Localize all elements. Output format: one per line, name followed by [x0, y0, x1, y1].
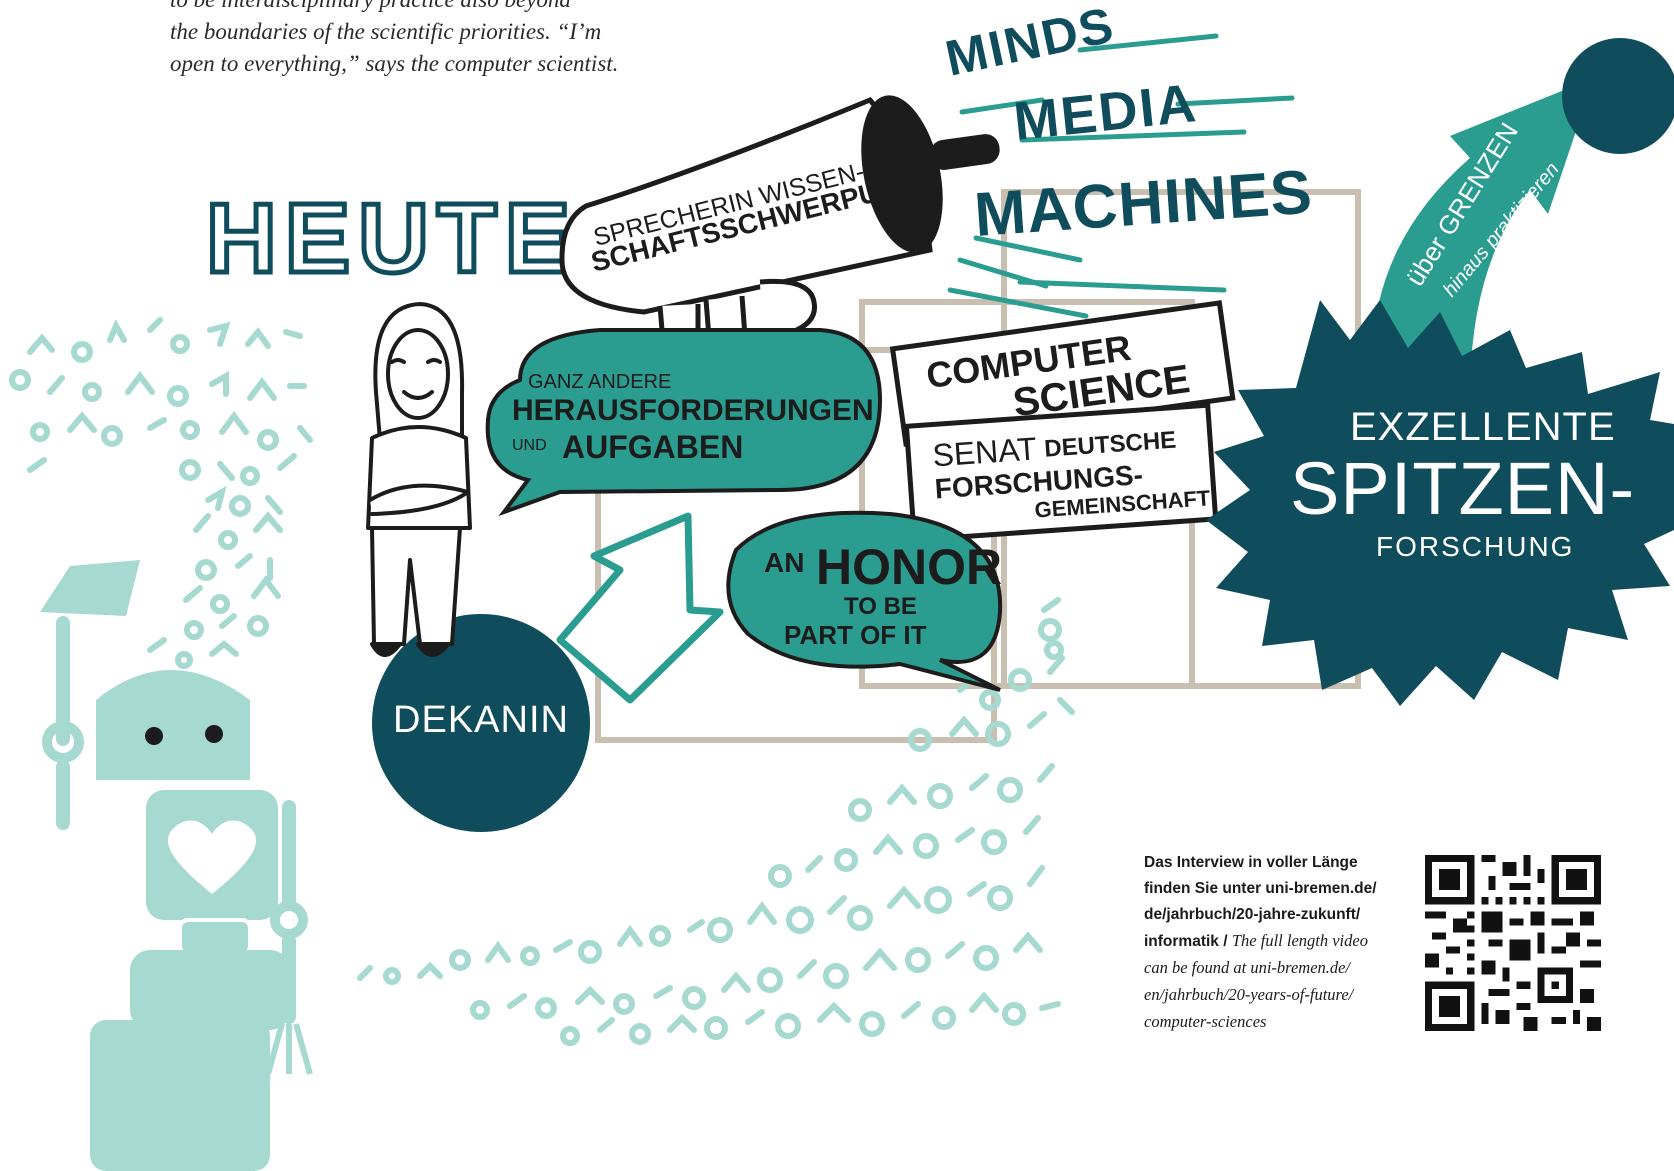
- theme-machines: MACHINES: [972, 158, 1315, 250]
- challenges-aufgaben: AUFGABEN: [562, 429, 743, 465]
- dekanin-label: DEKANIN: [393, 699, 569, 741]
- burst-line-2: SPITZEN-: [1290, 447, 1635, 530]
- theme-minds: MINDS: [941, 0, 1120, 87]
- box-senat-dfg: SENAT DEUTSCHE FORSCHUNGS- GEMEINSCHAFT: [903, 402, 1219, 543]
- sound-lines: [947, 33, 1295, 319]
- megaphone-icon: [559, 95, 1000, 379]
- note-en-link[interactable]: can be found at uni-bremen.de/: [1144, 958, 1351, 977]
- note-de-line: Das Interview in voller Länge: [1144, 854, 1358, 871]
- speech-bubble-honor: AN HONOR TO BE PART OF IT: [726, 510, 1002, 692]
- intro-quote-line: to be interdisciplinary practice also be…: [170, 0, 571, 12]
- digit-cloud-left: [9, 317, 313, 669]
- dekanin-circle: [372, 614, 590, 832]
- heute-title: HEUTE: [206, 183, 578, 293]
- challenges-line-1: GANZ ANDERE: [528, 371, 671, 393]
- professor-figure: [366, 302, 472, 657]
- intro-quote-line: the boundaries of the scientific priorit…: [170, 19, 602, 44]
- note-de-link[interactable]: de/jahrbuch/20-jahre-zukunft/: [1144, 906, 1361, 923]
- burst-line-1: EXZELLENTE: [1350, 405, 1616, 449]
- senat-label: SENAT: [931, 430, 1038, 473]
- honor-word: HONOR: [816, 539, 1002, 595]
- note-en-link[interactable]: en/jahrbuch/20-years-of-future/: [1144, 985, 1354, 1004]
- arrow-up-icon: [556, 512, 724, 704]
- qr-code[interactable]: [1425, 855, 1601, 1031]
- challenges-line-2: HERAUSFORDERUNGEN: [512, 394, 874, 427]
- arrow-grenzen-icon: [1372, 38, 1674, 396]
- honor-to-be: TO BE: [844, 593, 917, 620]
- intro-quote: to be interdisciplinary practice also be…: [170, 0, 640, 80]
- interview-note: Das Interview in voller Länge finden Sie…: [1144, 850, 1409, 1036]
- digit-cloud-bottom: [357, 597, 1075, 1046]
- challenges-und: UND: [512, 437, 547, 454]
- honor-part-of-it: PART OF IT: [784, 620, 927, 650]
- honor-an: AN: [764, 547, 804, 578]
- note-en-line: The full length video: [1231, 931, 1368, 950]
- note-de-link[interactable]: informatik /: [1144, 933, 1228, 950]
- theme-media: MEDIA: [1011, 73, 1200, 152]
- speech-bubble-challenges: GANZ ANDERE HERAUSFORDERUNGEN UND AUFGAB…: [485, 328, 883, 517]
- burst-line-3: FORSCHUNG: [1376, 531, 1574, 562]
- note-de-link[interactable]: finden Sie unter uni-bremen.de/: [1144, 880, 1377, 897]
- robot-illustration: [40, 560, 313, 1171]
- excellence-burst: [1206, 300, 1674, 706]
- note-en-link[interactable]: computer-sciences: [1144, 1012, 1267, 1031]
- intro-quote-line: open to everything,” says the computer s…: [170, 51, 619, 76]
